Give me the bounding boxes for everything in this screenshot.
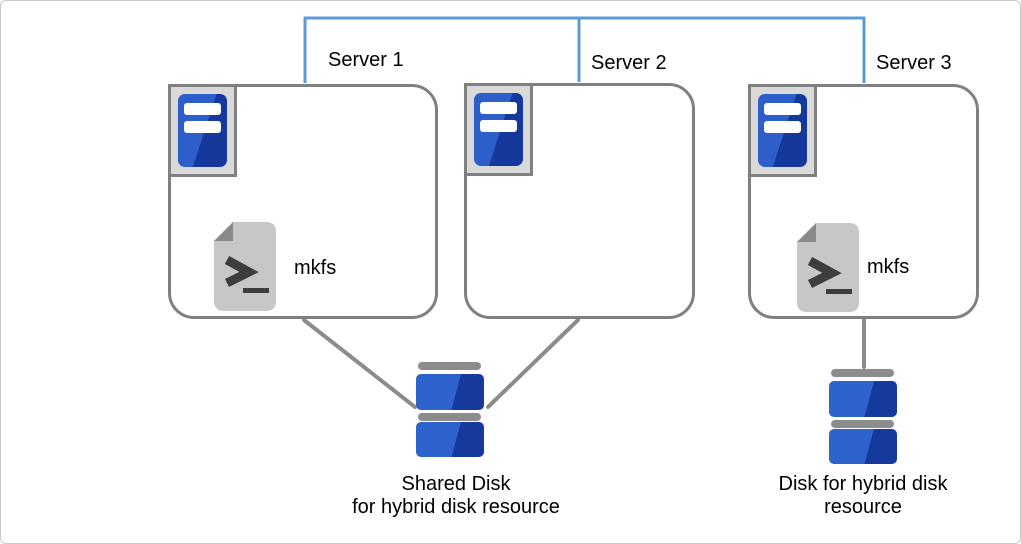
disk-connector-lines (302, 318, 866, 409)
server2-box (464, 83, 695, 319)
shared-disk-label-line2: for hybrid disk resource (352, 496, 560, 518)
server1-box (168, 84, 438, 319)
server3-label: Server 3 (876, 52, 952, 74)
server-icon-slot (480, 102, 517, 114)
server-icon-slot (480, 120, 517, 132)
server-icon-slot (184, 121, 221, 133)
server-icon (748, 84, 817, 177)
server3-mkfs-label: mkfs (867, 256, 910, 278)
disk-platter (829, 429, 897, 464)
hybrid-disk-label-line2: resource (824, 496, 902, 518)
hybrid-disk-label-line1: Disk for hybrid disk (778, 473, 948, 495)
shell-script-icon (214, 222, 276, 311)
server2-label: Server 2 (591, 52, 667, 74)
shared-disk-label-line1: Shared Disk (401, 473, 511, 495)
disk-platter (416, 374, 484, 410)
shared-disk-icon (416, 362, 484, 457)
disk-cap (831, 420, 894, 428)
server3-box (748, 84, 979, 319)
server-icon (464, 83, 533, 176)
hybrid-disk-label: Disk for hybrid disk resource (743, 473, 983, 519)
server-icon (168, 84, 237, 177)
server-icon-panel (178, 94, 227, 167)
server-icon-slot (764, 103, 801, 115)
server1-label: Server 1 (328, 49, 404, 71)
server-icon-panel (758, 94, 807, 167)
shell-script-icon (797, 223, 859, 312)
disk-platter (416, 422, 484, 457)
shared-disk-label: Shared Disk for hybrid disk resource (326, 473, 586, 519)
disk-cap (418, 413, 481, 421)
server-icon-slot (184, 103, 221, 115)
server-icon-panel (474, 93, 523, 166)
disk-cap (418, 362, 481, 370)
server-icon-slot (764, 121, 801, 133)
disk-cap (831, 369, 894, 377)
server1-mkfs-label: mkfs (294, 257, 337, 279)
hybrid-disk-icon (829, 369, 897, 464)
disk-platter (829, 381, 897, 417)
